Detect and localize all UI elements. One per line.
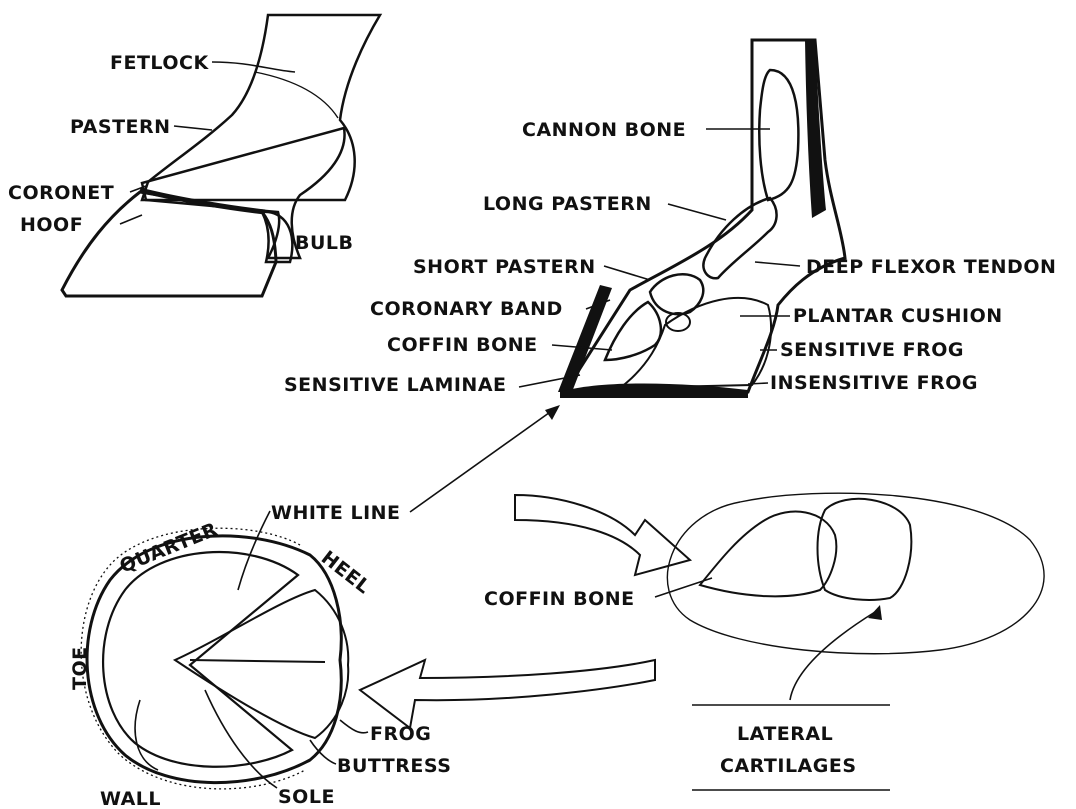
block-arrow-to-sole: [360, 660, 655, 728]
lateral-cartilage-shape: [818, 499, 912, 600]
label-toe: TOE: [69, 646, 91, 690]
label-plantar-cushion: PLANTAR CUSHION: [793, 305, 1003, 327]
label-wall: WALL: [100, 788, 161, 809]
label-coronary-band: CORONARY BAND: [370, 298, 563, 320]
sole-dotted-outline: [81, 528, 305, 789]
frog-shape: [175, 590, 348, 738]
white-line-arrow-head: [545, 405, 560, 420]
label-long-pastern: LONG PASTERN: [483, 193, 652, 215]
label-buttress: BUTTRESS: [337, 755, 451, 777]
long-pastern-shape: [703, 198, 776, 278]
coffin-outer-oval: [667, 493, 1044, 654]
cannon-bone-shape: [759, 70, 798, 200]
label-deep-flexor-tendon: DEEP FLEXOR TENDON: [806, 256, 1056, 278]
hoof-wall-dark: [558, 285, 612, 392]
coffin-bone-3d: [700, 512, 836, 597]
label-lateral-cartilages-line1: LATERAL: [737, 723, 833, 745]
label-pastern: PASTERN: [70, 116, 171, 138]
block-arrow-to-coffin: [515, 495, 690, 575]
label-hoof: HOOF: [20, 214, 83, 236]
label-white-line: WHITE LINE: [271, 502, 401, 524]
label-short-pastern: SHORT PASTERN: [413, 256, 596, 278]
coffin-view-drawing: [667, 493, 1044, 654]
label-coffin-bone-section: COFFIN BONE: [387, 334, 538, 356]
label-sensitive-frog: SENSITIVE FROG: [780, 339, 964, 361]
label-quarter: QUARTER: [117, 518, 221, 577]
label-bulb: BULB: [295, 232, 354, 254]
label-cannon-bone: CANNON BONE: [522, 119, 686, 141]
plantar-cushion-shape: [620, 298, 771, 388]
connector-arrows: [360, 405, 882, 728]
label-insensitive-frog: INSENSITIVE FROG: [770, 372, 978, 394]
label-coronet: CORONET: [8, 182, 114, 204]
label-sensitive-laminae: SENSITIVE LAMINAE: [284, 374, 507, 396]
label-sole: SOLE: [278, 786, 335, 808]
label-lateral-cartilages-line2: CARTILAGES: [720, 755, 857, 777]
label-frog: FROG: [370, 723, 431, 745]
label-coffin-bone-3d: COFFIN BONE: [484, 588, 635, 610]
white-line-arrow-shaft: [410, 410, 553, 512]
fetlock-line: [255, 72, 338, 118]
frog-cleft: [190, 660, 325, 662]
lateral-arrow-head: [868, 605, 882, 620]
label-fetlock: FETLOCK: [110, 52, 209, 74]
